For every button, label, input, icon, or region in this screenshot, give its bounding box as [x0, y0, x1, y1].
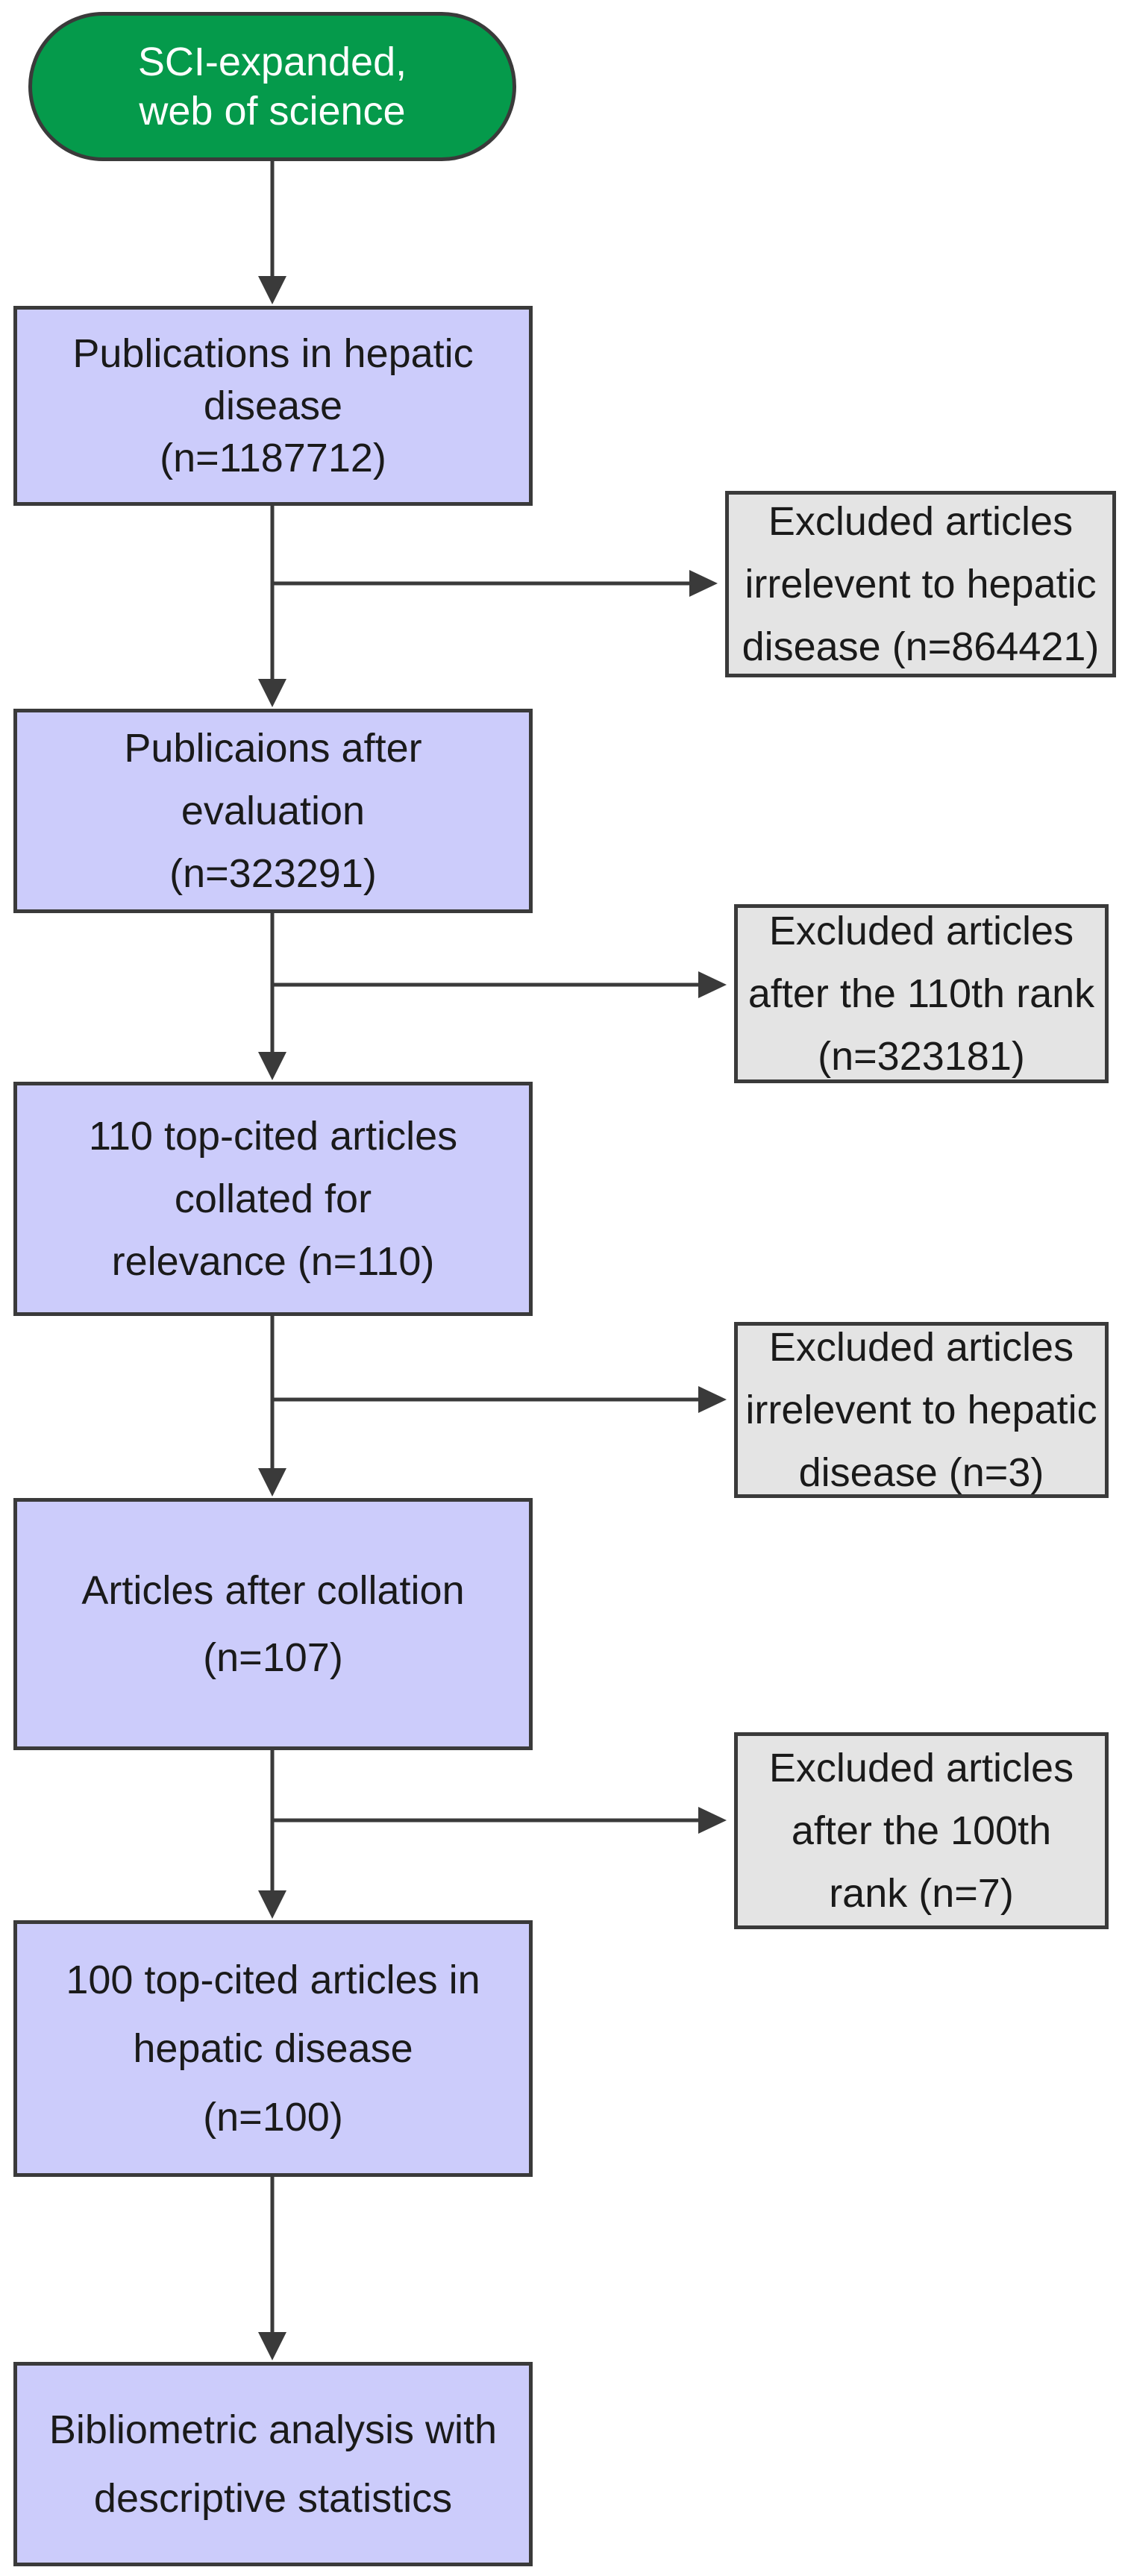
source-database-node: SCI-expanded, web of science — [28, 12, 516, 161]
node-text-line: SCI-expanded, — [137, 40, 407, 84]
node-text-line: Excluded articles — [768, 499, 1074, 544]
node-text-line: collated for — [174, 1176, 372, 1221]
step-110-top-cited-articles: 110 top-cited articles collated for rele… — [13, 1082, 533, 1316]
arrowhead-down — [258, 1890, 286, 1919]
arrowhead-down — [258, 679, 286, 707]
node-text-line: Articles after collation — [81, 1568, 465, 1613]
node-text-line: Excluded articles — [768, 1325, 1074, 1370]
node-text-line: Publicaions after — [124, 726, 422, 771]
node-text-line: irrelevent to hepatic — [745, 1388, 1097, 1432]
node-text-line: disease (n=3) — [798, 1450, 1044, 1495]
exclusion-irrelevant-after-collation: Excluded articles irrelevent to hepatic … — [734, 1322, 1109, 1498]
node-text-line: relevance (n=110) — [111, 1239, 435, 1284]
node-text-line: disease — [203, 383, 343, 428]
node-text-line: (n=107) — [203, 1635, 343, 1680]
arrowhead-right — [698, 1386, 727, 1413]
exclusion-after-110th-rank: Excluded articles after the 110th rank (… — [734, 904, 1109, 1083]
node-text-line: Excluded articles — [768, 909, 1074, 953]
node-text-line: descriptive statistics — [93, 2476, 453, 2521]
arrowhead-down — [258, 276, 286, 304]
node-text-line: Bibliometric analysis with — [48, 2407, 498, 2452]
arrowhead-down — [258, 1468, 286, 1497]
node-text-line: web of science — [139, 89, 406, 134]
step-publications-in-hepatic-disease: Publications in hepatic disease (n=11877… — [13, 306, 533, 506]
exclusion-irrelevant-articles: Excluded articles irrelevent to hepatic … — [725, 491, 1116, 677]
node-text-line: (n=100) — [203, 2095, 343, 2140]
node-text-line: Publications in hepatic — [72, 331, 474, 376]
node-text-line: 110 top-cited articles — [88, 1114, 458, 1159]
step-publications-after-evaluation: Publicaions after evaluation (n=323291) — [13, 709, 533, 913]
step-bibliometric-analysis: Bibliometric analysis with descriptive s… — [13, 2362, 533, 2566]
node-text-line: evaluation — [181, 789, 366, 833]
node-text-line: hepatic disease — [133, 2026, 413, 2071]
node-text-line: Excluded articles — [768, 1746, 1074, 1790]
arrowhead-right — [698, 971, 727, 998]
exclusion-after-100th-rank: Excluded articles after the 100th rank (… — [734, 1732, 1109, 1929]
node-text-line: irrelevent to hepatic — [745, 562, 1097, 607]
arrowhead-down — [258, 2332, 286, 2360]
step-100-top-cited-articles: 100 top-cited articles in hepatic diseas… — [13, 1920, 533, 2177]
arrowhead-right — [689, 570, 718, 597]
node-text-line: (n=1187712) — [160, 436, 386, 480]
node-text-line: 100 top-cited articles in — [66, 1958, 480, 2002]
arrowhead-down — [258, 1052, 286, 1080]
node-text-line: after the 100th — [791, 1808, 1052, 1853]
node-text-line: rank (n=7) — [829, 1871, 1014, 1916]
node-text-line: (n=323291) — [169, 851, 377, 896]
arrowhead-right — [698, 1807, 727, 1834]
step-articles-after-collation: Articles after collation (n=107) — [13, 1498, 533, 1750]
node-text-line: disease (n=864421) — [742, 624, 1100, 669]
node-text-line: after the 110th rank — [748, 971, 1095, 1016]
node-text-line: (n=323181) — [818, 1034, 1025, 1079]
